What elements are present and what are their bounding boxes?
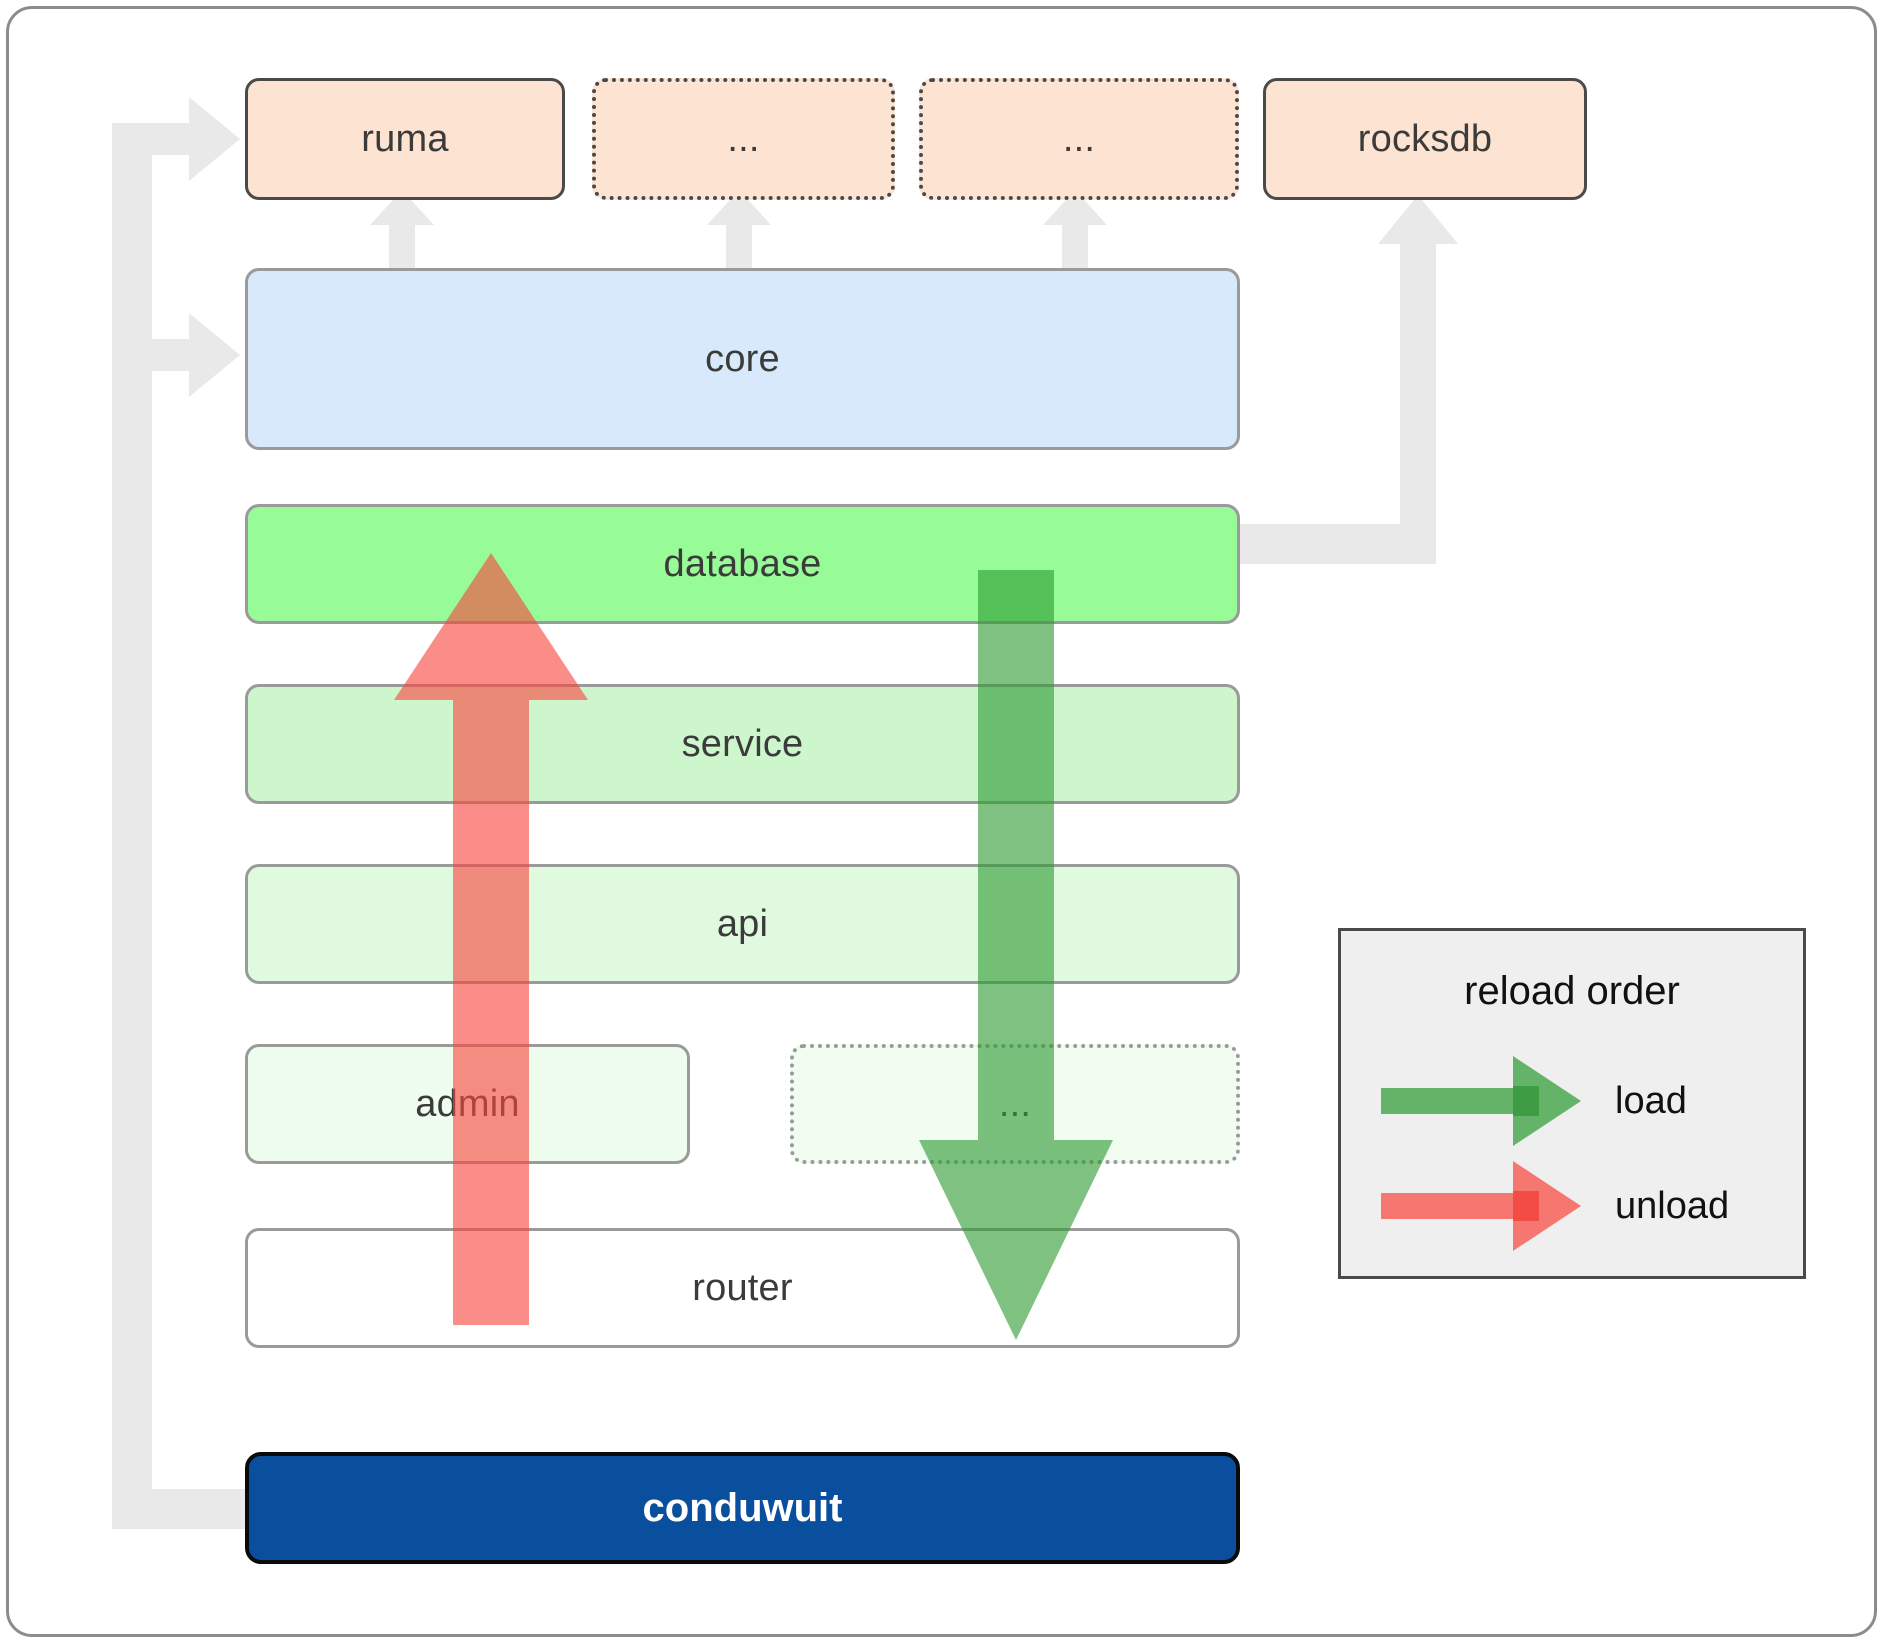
legend-unload-arrow-icon bbox=[1381, 1161, 1581, 1251]
layer-box-core[interactable]: core bbox=[245, 268, 1240, 450]
layer-box-ellipsis[interactable]: ... bbox=[790, 1044, 1240, 1164]
dependency-label: rocksdb bbox=[1357, 117, 1493, 160]
dependency-label: ruma bbox=[361, 117, 449, 160]
legend-load-arrow-icon bbox=[1381, 1056, 1581, 1146]
layer-label: admin bbox=[415, 1082, 520, 1125]
layer-box-router[interactable]: router bbox=[245, 1228, 1240, 1348]
legend-entry-load: load bbox=[1375, 1056, 1775, 1146]
dependency-box-rocksdb[interactable]: rocksdb bbox=[1263, 78, 1587, 200]
dependency-box-ruma[interactable]: ruma bbox=[245, 78, 565, 200]
layer-box-database[interactable]: database bbox=[245, 504, 1240, 624]
layer-label: database bbox=[663, 542, 822, 585]
root-label: conduwuit bbox=[642, 1485, 843, 1530]
dependency-label: ... bbox=[1062, 117, 1096, 160]
diagram-frame bbox=[6, 6, 1877, 1637]
layer-box-admin[interactable]: admin bbox=[245, 1044, 690, 1164]
dependency-label: ... bbox=[727, 117, 760, 160]
layer-label: service bbox=[681, 722, 804, 765]
dependency-box-ellipsis-2[interactable]: ... bbox=[919, 78, 1239, 200]
legend-title: reload order bbox=[1464, 969, 1680, 1013]
dependency-box-ellipsis-1[interactable]: ... bbox=[592, 78, 895, 200]
layer-label: core bbox=[705, 337, 780, 380]
layer-label: ... bbox=[998, 1082, 1032, 1125]
layer-box-service[interactable]: service bbox=[245, 684, 1240, 804]
legend-unload-label: unload bbox=[1615, 1184, 1730, 1227]
layer-label: router bbox=[692, 1266, 793, 1309]
layer-box-api[interactable]: api bbox=[245, 864, 1240, 984]
legend-panel: reload order load unload bbox=[1338, 928, 1806, 1279]
root-box-conduwuit[interactable]: conduwuit bbox=[245, 1452, 1240, 1564]
layer-label: api bbox=[716, 902, 769, 945]
legend-entry-unload: unload bbox=[1375, 1161, 1775, 1251]
legend-load-label: load bbox=[1615, 1079, 1687, 1122]
